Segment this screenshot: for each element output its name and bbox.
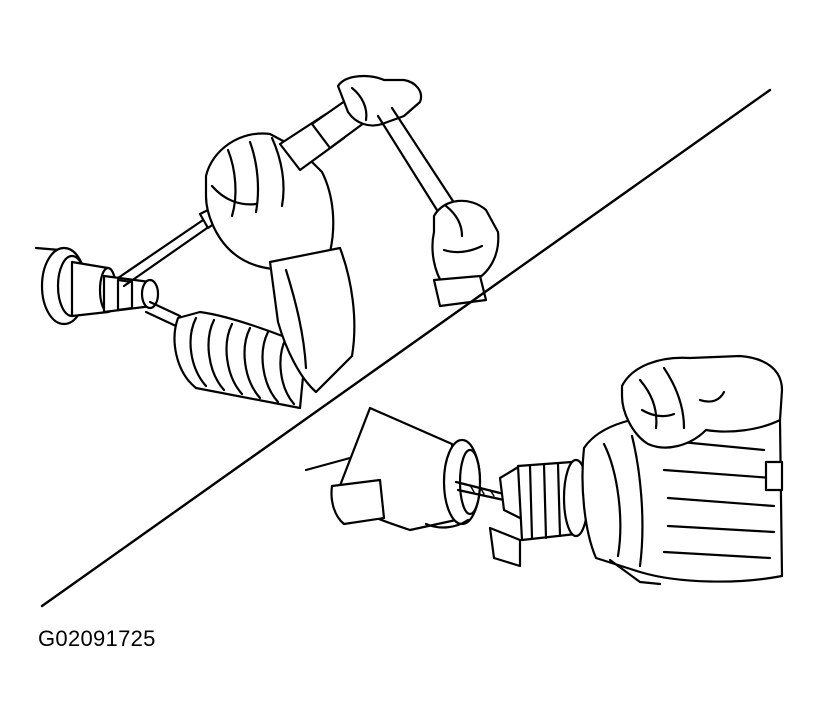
hammer [278,74,470,236]
hand-holding-hammer [431,199,500,308]
lower-scene-drilling [304,354,784,586]
drill-chuck [498,458,590,542]
rack-housing-tube [304,406,482,532]
tie-rod-joint [102,274,182,328]
upper-scene-punch-and-hammer [34,74,500,410]
figure-code-label: G02091725 [38,626,156,651]
rack-boot [173,310,308,410]
pin-punch [116,204,224,288]
hand-on-drill [620,354,784,449]
panel-divider-line [40,88,772,608]
drill-bit [454,480,506,502]
power-drill [488,414,784,586]
